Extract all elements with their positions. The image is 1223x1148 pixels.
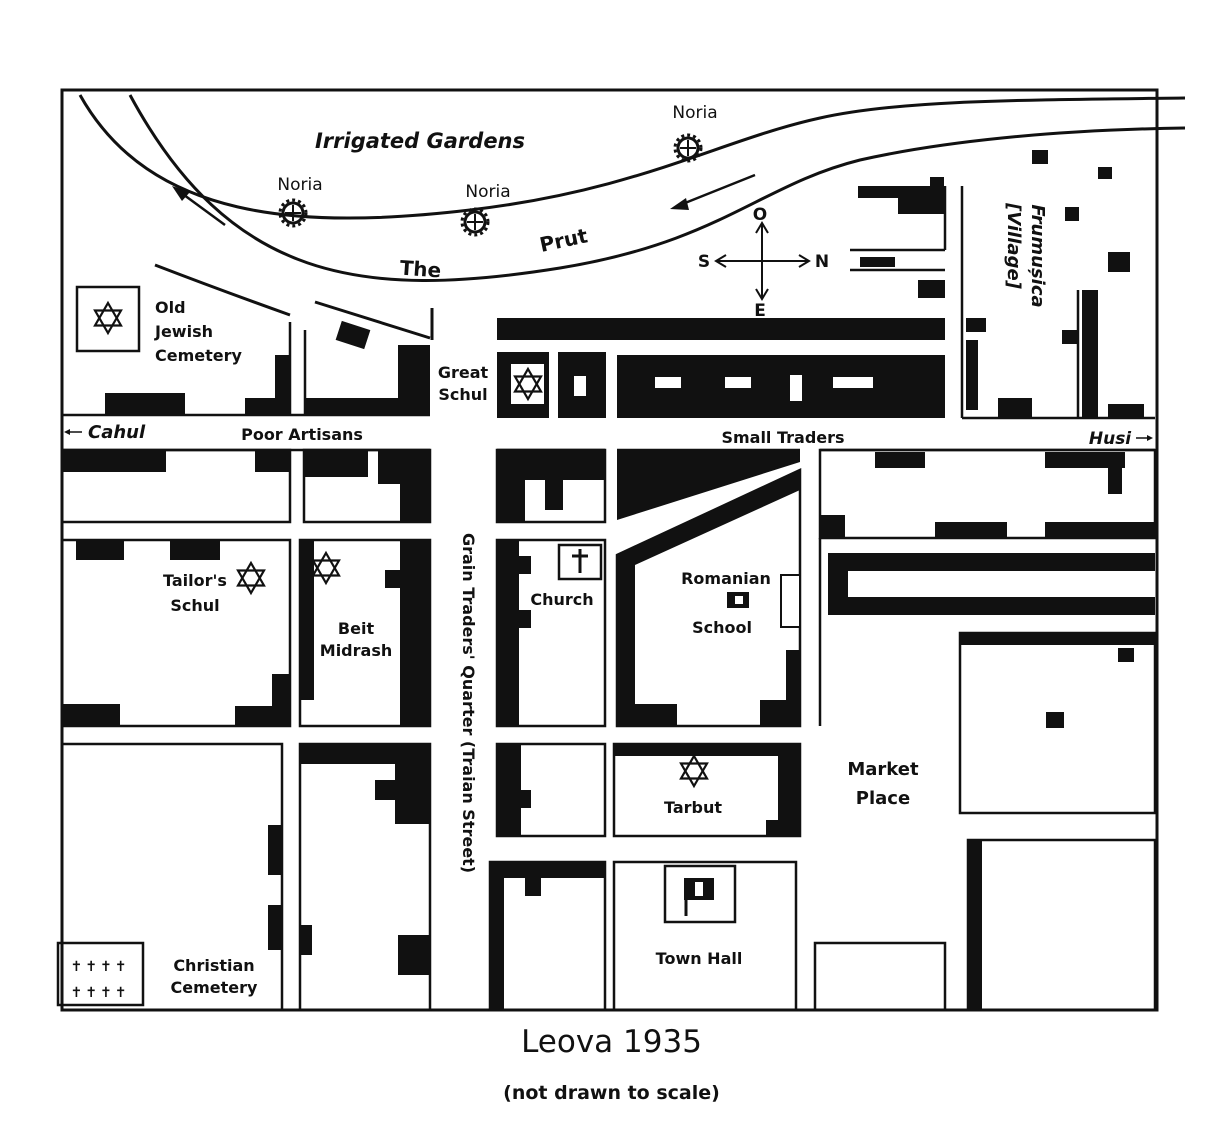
noria-gear-icon-2 bbox=[460, 207, 490, 237]
tailors-schul-label-2: Schul bbox=[170, 596, 219, 615]
tailors-schul-star-icon bbox=[236, 561, 266, 595]
map-caption-title: Leova 1935 bbox=[521, 1024, 702, 1060]
old-jewish-cemetery-label-1: Old bbox=[155, 298, 186, 317]
flow-arrow-east bbox=[670, 173, 756, 210]
village-label: [Village] bbox=[1003, 202, 1024, 290]
christian-cemetery bbox=[56, 941, 145, 1007]
beit-midrash-star-icon bbox=[311, 551, 341, 585]
grain-traders-street-label: Grain Traders' Quarter (Traian Street) bbox=[459, 533, 478, 873]
christian-cemetery-label-2: Cemetery bbox=[171, 978, 259, 997]
great-schul-label-2: Schul bbox=[438, 385, 487, 404]
shore-line bbox=[154, 263, 291, 317]
noria-label-3: Noria bbox=[672, 103, 717, 123]
church-label: Church bbox=[530, 590, 593, 609]
poor-artisans-label: Poor Artisans bbox=[241, 425, 363, 444]
river-label-the: The bbox=[399, 256, 442, 283]
old-jewish-cemetery bbox=[75, 285, 141, 353]
compass-rose-icon bbox=[714, 221, 811, 301]
river-label-prut: Prut bbox=[537, 223, 590, 257]
market-place-label-2: Place bbox=[856, 788, 910, 809]
compass-label-e: E bbox=[754, 301, 766, 321]
christian-cemetery-crosses-icon-1: ✝✝✝✝ bbox=[71, 959, 130, 975]
town-hall-building bbox=[663, 864, 737, 924]
map-caption-subtitle: (not drawn to scale) bbox=[503, 1082, 720, 1104]
town-hall-label: Town Hall bbox=[656, 949, 743, 968]
compass-label-s: S bbox=[698, 252, 710, 272]
romanian-school-label-1: Romanian bbox=[681, 569, 771, 588]
husi-arrow-icon bbox=[1136, 435, 1153, 441]
noria-label-1: Noria bbox=[277, 175, 322, 195]
great-schul-label-1: Great bbox=[438, 363, 489, 382]
tailors-schul-label-1: Tailor's bbox=[163, 571, 227, 590]
romanian-school-label-2: School bbox=[692, 618, 752, 637]
irrigated-gardens-label: Irrigated Gardens bbox=[315, 129, 525, 153]
shore-line-2 bbox=[314, 300, 431, 340]
river-bank-north bbox=[78, 94, 1186, 220]
old-jewish-cemetery-star-icon bbox=[93, 301, 123, 335]
beit-midrash-label-2: Midrash bbox=[320, 641, 392, 660]
beit-midrash-label-1: Beit bbox=[338, 619, 375, 638]
old-jewish-cemetery-label-2: Jewish bbox=[154, 322, 213, 341]
noria-gear-icon-1 bbox=[278, 198, 308, 228]
husi-label: Husi bbox=[1089, 429, 1132, 449]
small-traders-label: Small Traders bbox=[721, 428, 844, 447]
compass-label-n: N bbox=[815, 252, 829, 272]
map-frame bbox=[60, 88, 1159, 1012]
frumusica-label: Frumușica bbox=[1027, 204, 1048, 307]
tarbut-star-icon bbox=[679, 754, 709, 788]
old-jewish-cemetery-label-3: Cemetery bbox=[155, 346, 243, 365]
river-bank-south bbox=[128, 94, 1186, 282]
tarbut-label: Tarbut bbox=[664, 798, 722, 817]
christian-cemetery-label-1: Christian bbox=[173, 956, 254, 975]
compass-label-o: O bbox=[753, 205, 767, 225]
market-place-label-1: Market bbox=[847, 759, 919, 780]
leova-map: Irrigated Gardens Noria Noria Noria The … bbox=[56, 88, 1186, 1012]
church-building bbox=[557, 543, 603, 581]
cahul-arrow-icon bbox=[64, 429, 82, 435]
christian-cemetery-crosses-icon-2: ✝✝✝✝ bbox=[71, 985, 130, 1001]
noria-label-2: Noria bbox=[465, 182, 510, 202]
cahul-label: Cahul bbox=[88, 422, 146, 443]
flow-arrow-west bbox=[172, 186, 226, 227]
